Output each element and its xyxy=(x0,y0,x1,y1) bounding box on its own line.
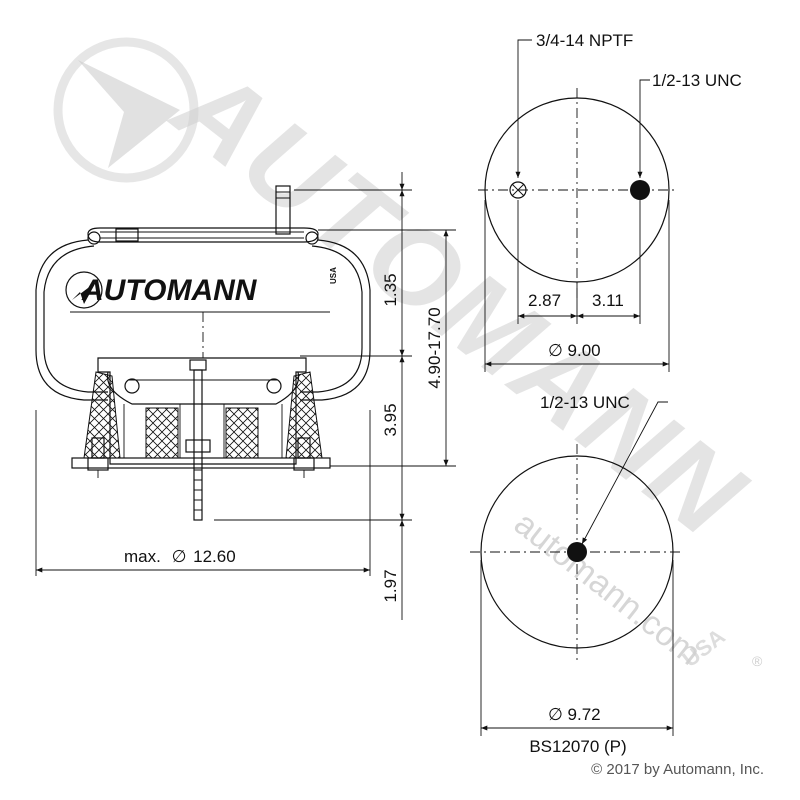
top-view: 3/4-14 NPTF 1/2-13 UNC 2.87 3.11 ∅ 9.00 xyxy=(478,31,742,372)
bottom-stud-marker xyxy=(567,542,587,562)
port-label: 3/4-14 NPTF xyxy=(536,31,633,50)
top-stud-label: 1/2-13 UNC xyxy=(652,71,742,90)
offset-right-dimension: 3.11 xyxy=(592,291,624,310)
diameter-symbol: ∅ xyxy=(548,705,563,724)
diameter-symbol: ∅ xyxy=(548,341,563,360)
stud-length-dimension: 1.97 xyxy=(381,569,400,602)
offset-left-dimension: 2.87 xyxy=(528,291,561,310)
height-lower-dimension: 3.95 xyxy=(381,403,400,436)
logo-usa-mark: USA xyxy=(329,267,338,284)
stud-marker xyxy=(630,180,650,200)
max-diameter-label: max. ∅ 12.60 xyxy=(124,547,236,566)
automann-logo: AUTOMANN USA xyxy=(65,267,338,313)
port-marker xyxy=(509,181,527,199)
max-prefix: max. xyxy=(124,547,161,566)
watermark: AUTOMANN automann.com USA ® xyxy=(53,37,769,673)
top-diameter-value: 9.00 xyxy=(568,341,601,360)
logo-text: AUTOMANN xyxy=(81,274,258,307)
copyright-notice: © 2017 by Automann, Inc. xyxy=(591,761,764,778)
diameter-symbol: ∅ xyxy=(172,547,187,566)
watermark-registered-mark: ® xyxy=(752,653,763,669)
height-upper-dimension: 1.35 xyxy=(381,273,400,306)
side-view: AUTOMANN USA xyxy=(35,172,456,620)
height-range-dimension: 4.90-17.70 xyxy=(425,307,444,388)
bottom-diameter-label: ∅ 9.72 xyxy=(548,705,601,724)
bottom-view: 1/2-13 UNC ∅ 9.72 BS12070 (P) xyxy=(470,393,684,756)
max-diameter-value: 12.60 xyxy=(193,547,236,566)
part-number: BS12070 (P) xyxy=(529,737,626,756)
top-diameter-label: ∅ 9.00 xyxy=(548,341,601,360)
bottom-diameter-value: 9.72 xyxy=(568,705,601,724)
bottom-stud-label: 1/2-13 UNC xyxy=(540,393,630,412)
